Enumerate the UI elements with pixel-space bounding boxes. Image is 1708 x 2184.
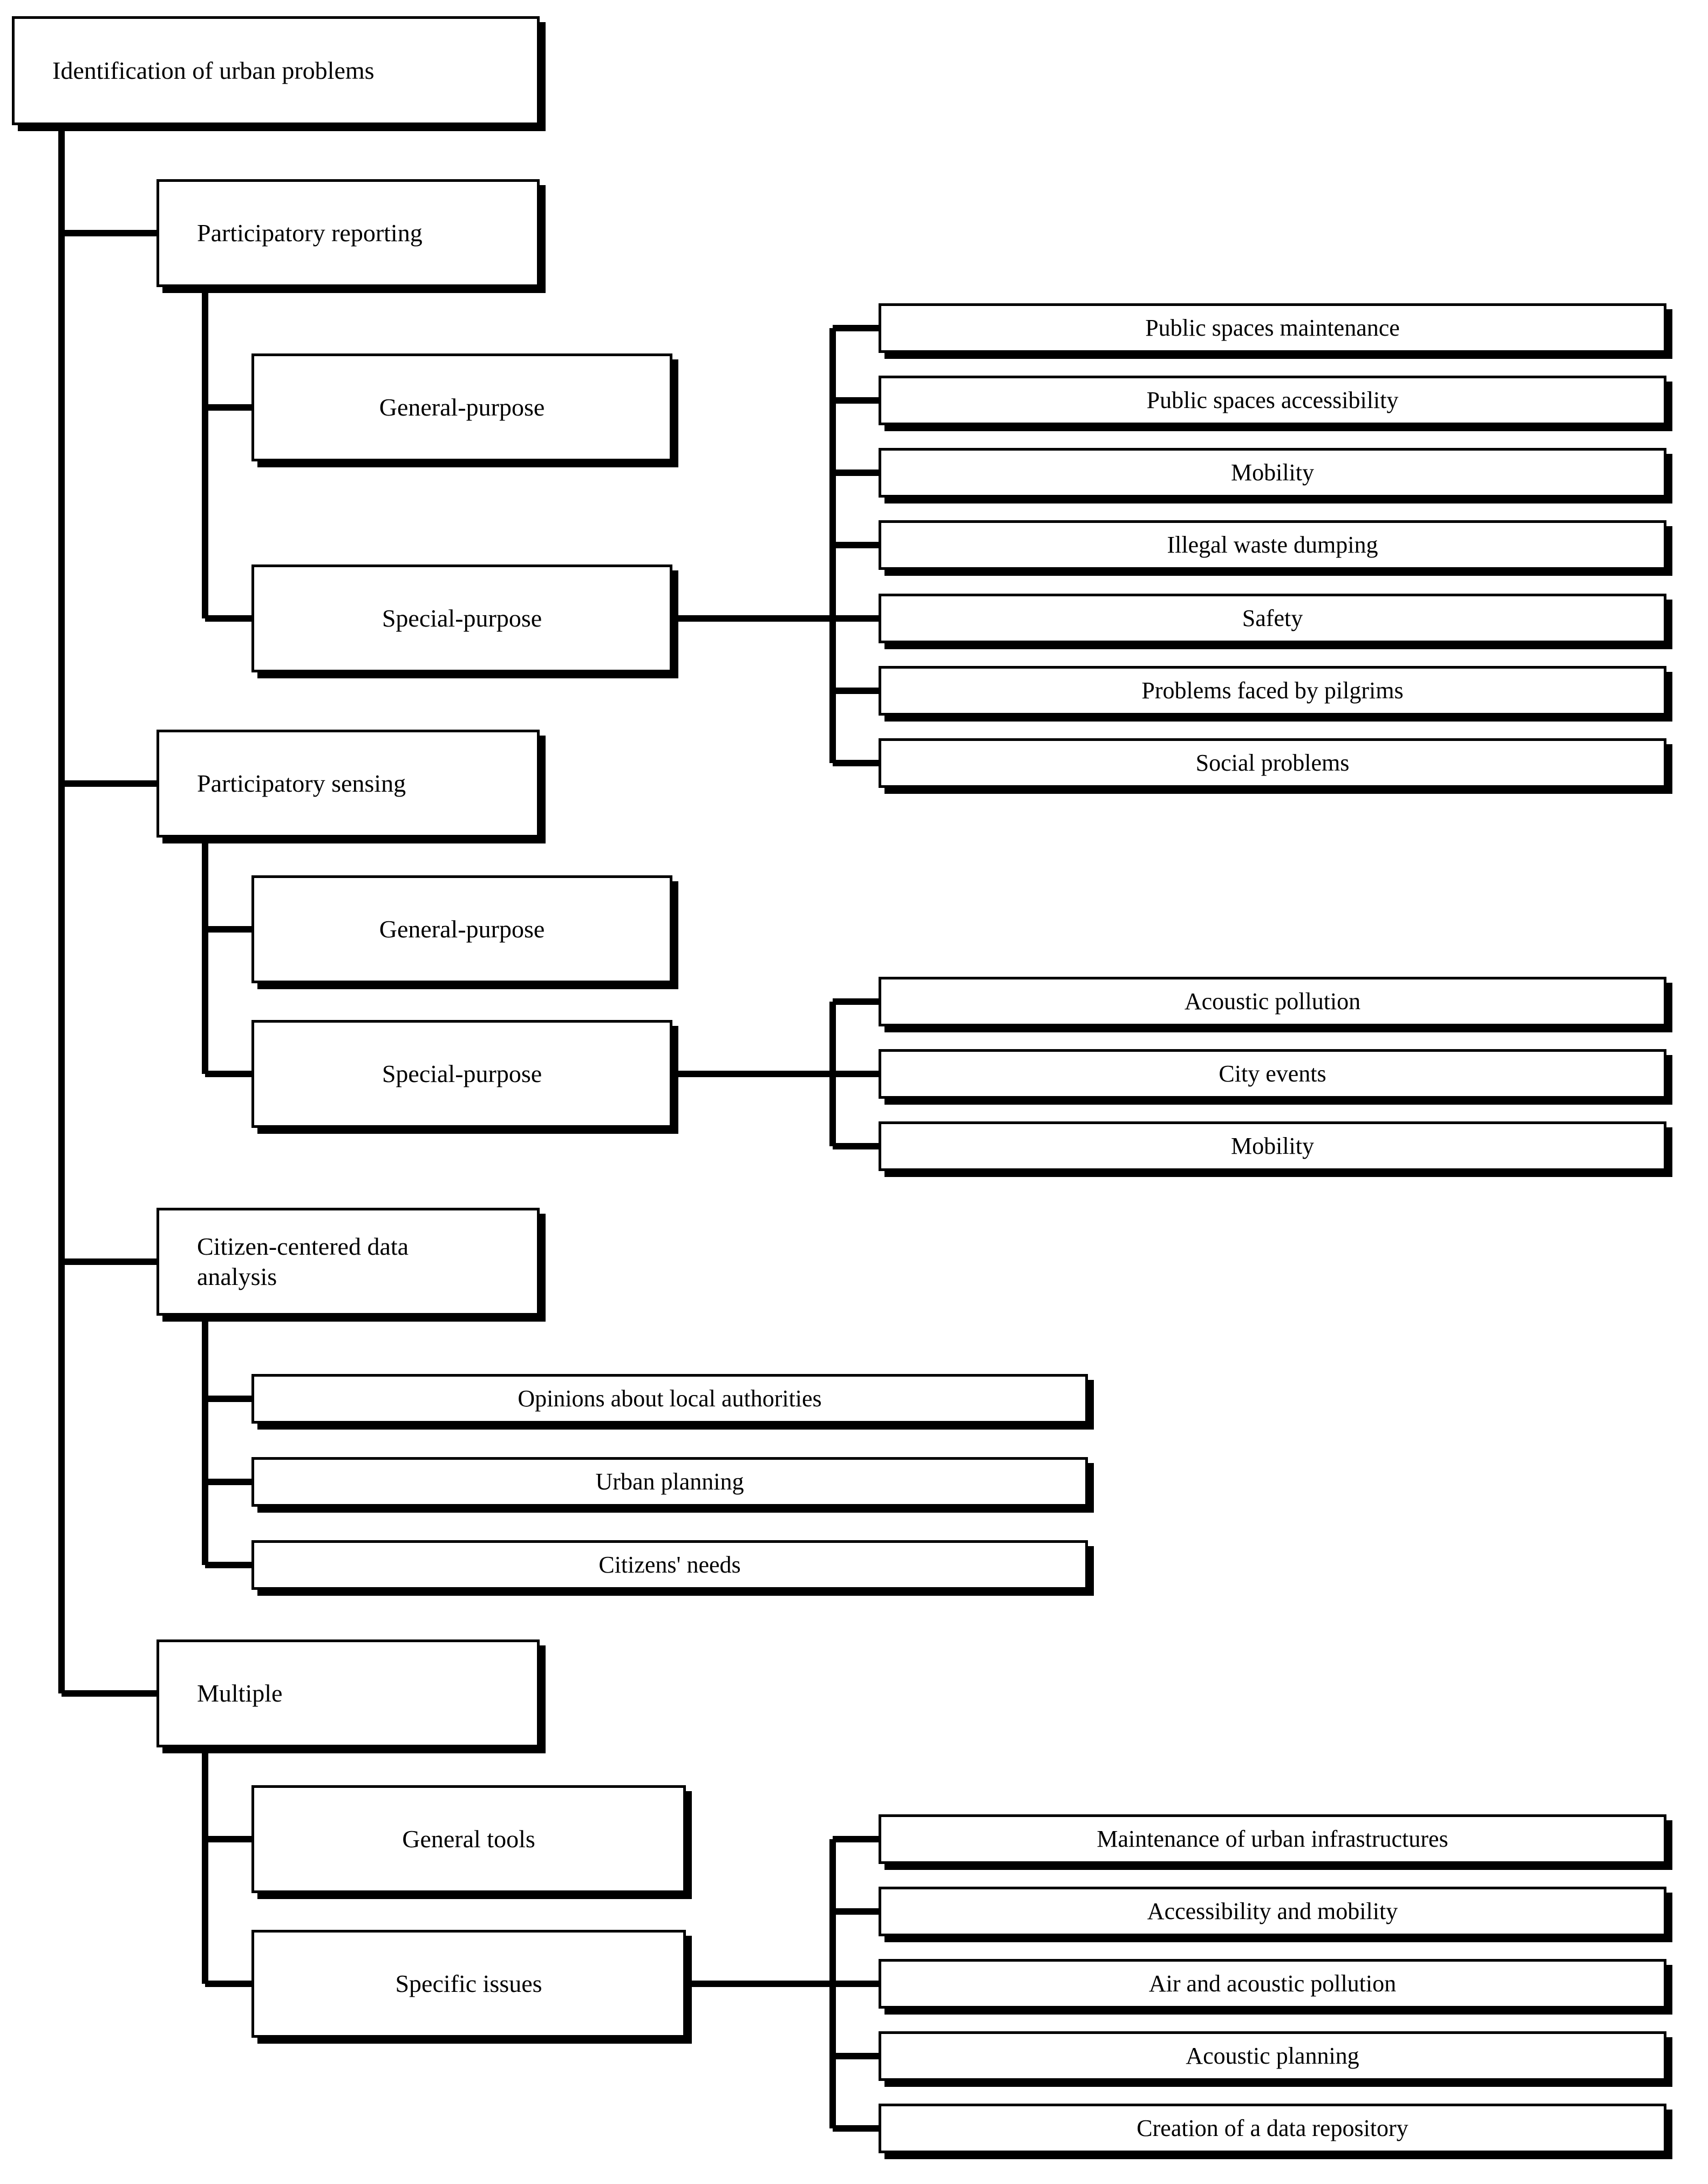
node-citizen-centered-data-analysis[interactable]: Citizen-centered data analysis — [156, 1208, 540, 1316]
node-label: General-purpose — [379, 915, 545, 943]
node-label: Special-purpose — [382, 1059, 542, 1087]
node-label: Mobility — [1230, 459, 1315, 486]
leaf-citizens-needs[interactable]: Citizens' needs — [251, 1540, 1088, 1590]
node-label: Creation of a data repository — [1137, 2115, 1408, 2142]
leaf-accessibility-and-mobility[interactable]: Accessibility and mobility — [879, 1887, 1666, 1936]
leaf-maintenance-of-urban-infrastructures[interactable]: Maintenance of urban infrastructures — [879, 1814, 1666, 1864]
node-label: Maintenance of urban infrastructures — [1097, 1826, 1448, 1853]
node-ps-special-purpose[interactable]: Special-purpose — [251, 1020, 672, 1128]
node-pr-special-purpose[interactable]: Special-purpose — [251, 564, 672, 672]
node-label: Accessibility and mobility — [1147, 1898, 1398, 1925]
node-participatory-reporting[interactable]: Participatory reporting — [156, 179, 540, 287]
node-label: Public spaces accessibility — [1146, 387, 1399, 414]
leaf-air-and-acoustic-pollution[interactable]: Air and acoustic pollution — [879, 1959, 1666, 2009]
leaf-problems-faced-by-pilgrims[interactable]: Problems faced by pilgrims — [879, 666, 1666, 716]
node-label: Opinions about local authorities — [518, 1385, 822, 1412]
node-label: Public spaces maintenance — [1145, 315, 1400, 342]
node-label: Social problems — [1195, 750, 1350, 777]
leaf-safety[interactable]: Safety — [879, 594, 1666, 643]
leaf-city-events[interactable]: City events — [879, 1049, 1666, 1099]
leaf-opinions-about-local-authorities[interactable]: Opinions about local authorities — [251, 1374, 1088, 1424]
node-participatory-sensing[interactable]: Participatory sensing — [156, 730, 540, 838]
node-label: Multiple — [197, 1679, 283, 1707]
leaf-acoustic-planning[interactable]: Acoustic planning — [879, 2031, 1666, 2081]
node-m-general-tools[interactable]: General tools — [251, 1785, 686, 1893]
leaf-mobility-sensing[interactable]: Mobility — [879, 1121, 1666, 1171]
node-label: Specific issues — [395, 1969, 542, 1997]
node-label: Mobility — [1230, 1133, 1315, 1160]
node-label: Participatory reporting — [197, 219, 423, 247]
node-pr-general-purpose[interactable]: General-purpose — [251, 353, 672, 461]
node-label: Safety — [1242, 605, 1303, 632]
leaf-creation-of-a-data-repository[interactable]: Creation of a data repository — [879, 2104, 1666, 2153]
leaf-public-spaces-accessibility[interactable]: Public spaces accessibility — [879, 376, 1666, 425]
leaf-social-problems[interactable]: Social problems — [879, 738, 1666, 788]
node-label: Problems faced by pilgrims — [1141, 677, 1404, 704]
node-label: Citizens' needs — [598, 1552, 741, 1579]
node-label: City events — [1219, 1060, 1326, 1087]
node-label: Acoustic pollution — [1184, 988, 1361, 1015]
node-label: Special-purpose — [382, 604, 542, 632]
node-label: Participatory sensing — [197, 769, 406, 797]
leaf-mobility-reporting[interactable]: Mobility — [879, 448, 1666, 498]
node-label: Citizen-centered data analysis — [197, 1232, 409, 1290]
leaf-public-spaces-maintenance[interactable]: Public spaces maintenance — [879, 303, 1666, 353]
node-label: General tools — [402, 1825, 535, 1853]
node-ps-general-purpose[interactable]: General-purpose — [251, 875, 672, 983]
node-label: Urban planning — [595, 1468, 744, 1495]
node-root-identification-of-urban-problems[interactable]: Identification of urban problems — [12, 16, 540, 125]
node-label: Acoustic planning — [1186, 2043, 1359, 2070]
leaf-illegal-waste-dumping[interactable]: Illegal waste dumping — [879, 520, 1666, 570]
leaf-acoustic-pollution[interactable]: Acoustic pollution — [879, 977, 1666, 1026]
node-label: Identification of urban problems — [52, 56, 375, 84]
node-label: Air and acoustic pollution — [1148, 1970, 1397, 1997]
node-multiple[interactable]: Multiple — [156, 1639, 540, 1747]
leaf-urban-planning[interactable]: Urban planning — [251, 1457, 1088, 1507]
node-m-specific-issues[interactable]: Specific issues — [251, 1930, 686, 2038]
node-label: General-purpose — [379, 393, 545, 421]
node-label: Illegal waste dumping — [1167, 532, 1378, 559]
